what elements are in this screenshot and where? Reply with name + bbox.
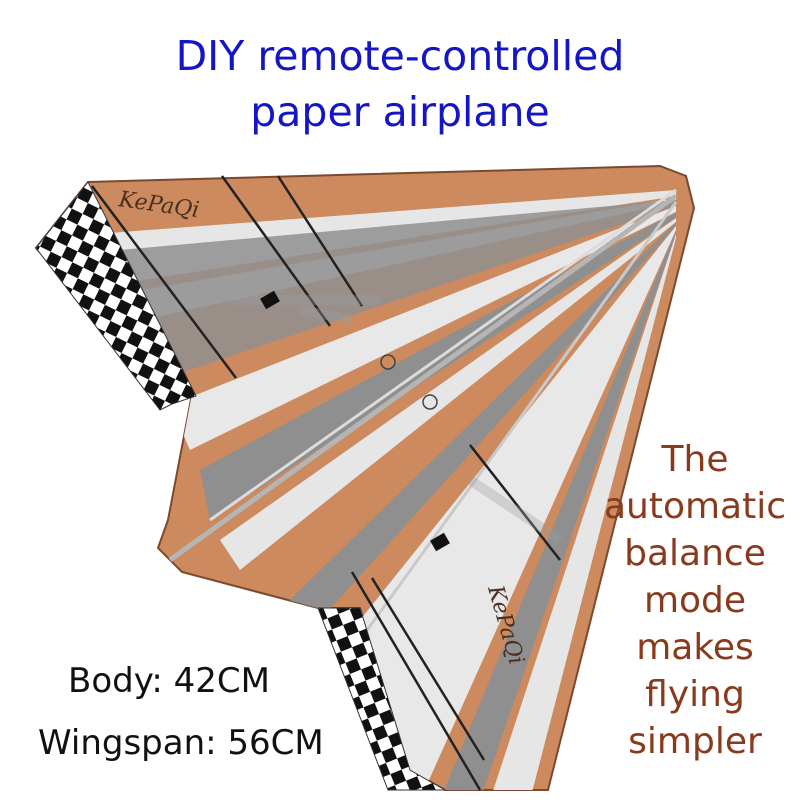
servo-left: [260, 290, 280, 310]
servo-right: [430, 532, 450, 552]
feature-line: The: [661, 439, 729, 480]
control-hinges: [91, 175, 561, 791]
feature-line: flying: [645, 674, 745, 715]
feature-line: simpler: [628, 721, 762, 762]
mount-hole: [380, 354, 396, 370]
left-wingtip-checker: [35, 181, 197, 411]
hinge-tape: [230, 295, 563, 545]
feature-line: makes: [636, 627, 754, 668]
title-line-1: DIY remote-controlled: [175, 32, 625, 80]
wingspan-label: Wingspan: 56CM: [38, 723, 324, 763]
specs-block: Body: 42CM Wingspan: 56CM: [38, 650, 324, 774]
feature-line: balance: [624, 533, 766, 574]
right-wingtip-checker: [317, 607, 447, 791]
title-line-2: paper airplane: [250, 88, 550, 136]
body-length-label: Body: 42CM: [68, 661, 270, 701]
airplane-body: [34, 164, 696, 791]
product-title: DIY remote-controlled paper airplane: [0, 28, 800, 140]
feature-line: automatic: [603, 486, 787, 527]
feature-text: The automatic balance mode makes flying …: [590, 436, 800, 765]
feature-line: mode: [643, 580, 747, 621]
mount-hole: [422, 394, 438, 410]
